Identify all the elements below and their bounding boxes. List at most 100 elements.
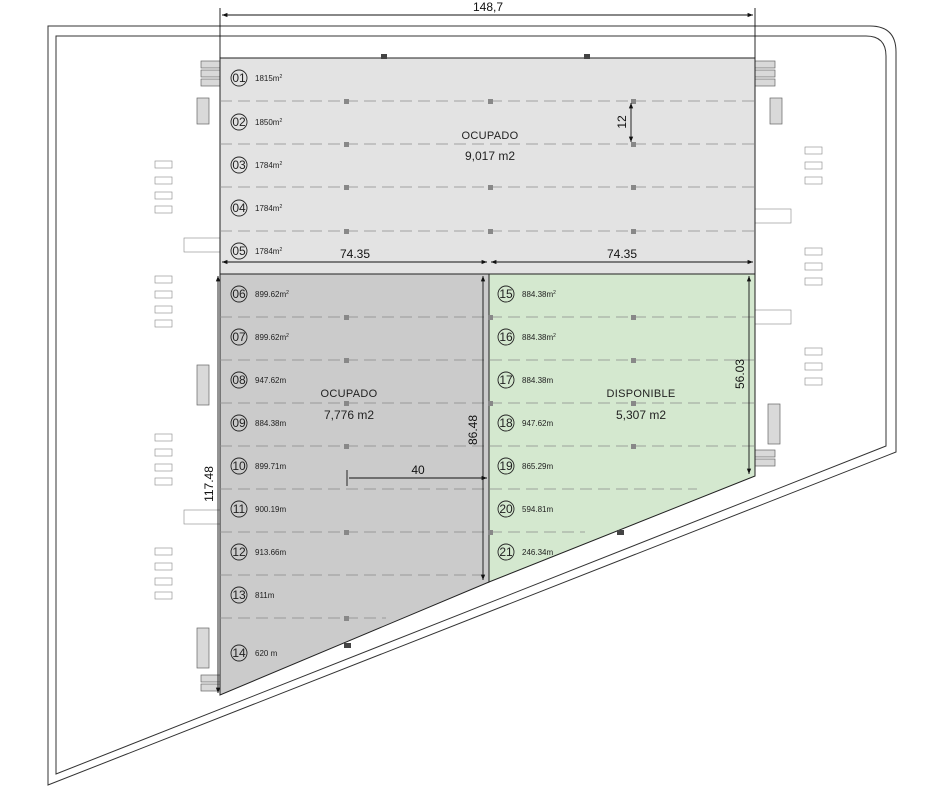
unit-number-circle xyxy=(230,69,248,87)
unit-area: 900.19m xyxy=(255,505,286,514)
unit-number: 13 xyxy=(232,588,246,602)
unit-area: 811m xyxy=(255,591,275,600)
unit-area: 865.29m xyxy=(522,462,553,471)
unit-number-circle xyxy=(230,242,248,260)
unit-number-circle xyxy=(497,457,515,475)
column-markers xyxy=(344,54,636,648)
unit-area: 1815m2 xyxy=(255,74,282,83)
unit-number-circle xyxy=(230,156,248,174)
unit-number: 03 xyxy=(232,158,246,172)
unit-number: 02 xyxy=(232,115,246,129)
dimension-middle-height: 86.48 xyxy=(466,415,480,445)
unit-label: 09 884.38m xyxy=(230,414,286,432)
dimension-lines xyxy=(215,8,756,693)
unit-number: 04 xyxy=(232,201,246,215)
unit-label: 04 1784m2 xyxy=(230,199,282,217)
dimension-left-height: 117.48 xyxy=(202,466,216,502)
unit-label: 15 884.38m2 xyxy=(497,285,556,303)
unit-number: 10 xyxy=(232,459,246,473)
unit-label: 16 884.38m2 xyxy=(497,328,556,346)
unit-area: 1850m2 xyxy=(255,118,282,127)
unit-number: 15 xyxy=(499,287,513,301)
unit-number-circle xyxy=(230,113,248,131)
unit-label: 13 811m xyxy=(230,586,275,604)
zone-lower-right-area: 5,307 m2 xyxy=(616,408,666,422)
unit-number: 21 xyxy=(499,545,513,559)
unit-number: 12 xyxy=(232,545,246,559)
unit-area: 884.38m xyxy=(522,376,553,385)
unit-label: 11 900.19m xyxy=(230,500,286,518)
unit-area: 620 m xyxy=(255,649,278,658)
unit-number-circle xyxy=(230,500,248,518)
bay-divider-lines xyxy=(220,100,755,619)
dimension-bay-height: 12 xyxy=(615,115,629,129)
unit-area: 1784m2 xyxy=(255,161,282,170)
unit-number: 01 xyxy=(232,71,246,85)
dimension-inner-length: 40 xyxy=(411,463,425,477)
unit-number-circle xyxy=(497,285,515,303)
unit-number: 18 xyxy=(499,416,513,430)
unit-number-circle xyxy=(230,457,248,475)
loading-docks xyxy=(196,60,783,692)
unit-number-circle xyxy=(230,543,248,561)
unit-number-circle xyxy=(230,586,248,604)
unit-number-circle xyxy=(230,644,248,662)
unit-label: 20 594.81m xyxy=(497,500,553,518)
unit-number-circle xyxy=(497,371,515,389)
unit-number-circle xyxy=(230,199,248,217)
unit-number: 07 xyxy=(232,330,246,344)
unit-area: 884.38m2 xyxy=(522,290,556,299)
unit-label: 10 899.71m xyxy=(230,457,286,475)
parking-stripes xyxy=(154,146,823,600)
unit-area: 899.62m2 xyxy=(255,333,289,342)
dimension-right-width: 74.35 xyxy=(607,247,637,261)
unit-label: 18 947.62m xyxy=(497,414,553,432)
zone-upper-area: 9,017 m2 xyxy=(465,149,515,163)
unit-area: 884.38m2 xyxy=(522,333,556,342)
unit-area: 1784m2 xyxy=(255,204,282,213)
unit-area: 594.81m xyxy=(522,505,553,514)
unit-number-circle xyxy=(497,328,515,346)
unit-area: 899.62m2 xyxy=(255,290,289,299)
unit-number-circle xyxy=(230,371,248,389)
unit-label: 01 1815m2 xyxy=(230,69,282,87)
unit-number: 16 xyxy=(499,330,513,344)
unit-area: 913.66m xyxy=(255,548,286,557)
zone-lower-left-area: 7,776 m2 xyxy=(324,408,374,422)
zone-lower-right-available xyxy=(488,273,756,583)
zone-upper-occupied xyxy=(219,57,756,275)
unit-label: 06 899.62m2 xyxy=(230,285,289,303)
unit-area: 947.62m xyxy=(255,376,286,385)
unit-label: 03 1784m2 xyxy=(230,156,282,174)
zone-lower-left-label: OCUPADO xyxy=(321,388,378,400)
unit-number: 06 xyxy=(232,287,246,301)
unit-number-circle xyxy=(230,414,248,432)
unit-number: 09 xyxy=(232,416,246,430)
unit-number-circle xyxy=(497,500,515,518)
unit-number-circle xyxy=(230,285,248,303)
dimension-total-width: 148,7 xyxy=(473,0,503,14)
zone-upper-label: OCUPADO xyxy=(462,130,519,142)
unit-number-circle xyxy=(230,328,248,346)
dimension-right-height: 56.03 xyxy=(733,359,747,389)
zone-lower-right-label: DISPONIBLE xyxy=(606,388,675,400)
unit-area: 899.71m xyxy=(255,462,286,471)
unit-number-circle xyxy=(497,414,515,432)
unit-label: 07 899.62m2 xyxy=(230,328,289,346)
unit-number: 08 xyxy=(232,373,246,387)
unit-number: 17 xyxy=(499,373,513,387)
site-boundary xyxy=(47,25,897,786)
dimension-left-width: 74.35 xyxy=(340,247,370,261)
unit-number: 11 xyxy=(233,502,246,516)
unit-label: 02 1850m2 xyxy=(230,113,282,131)
unit-number: 05 xyxy=(232,244,246,258)
unit-area: 947.62m xyxy=(522,419,553,428)
unit-number: 20 xyxy=(499,502,513,516)
unit-area: 884.38m xyxy=(255,419,286,428)
unit-label: 17 884.38m xyxy=(497,371,553,389)
